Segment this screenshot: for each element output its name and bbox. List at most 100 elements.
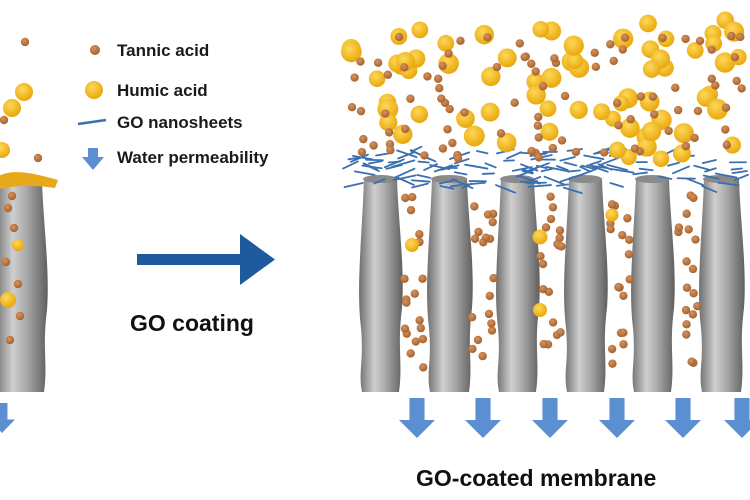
tannic-acid-particle	[658, 33, 667, 43]
tannic-acid-particle	[527, 59, 536, 68]
tannic-acid-particle	[15, 311, 25, 321]
legend-label-humic-acid: Humic acid	[117, 81, 208, 100]
tannic-acid-particle	[356, 106, 366, 116]
humic-acid-icon	[85, 81, 103, 99]
tannic-acid-particle	[571, 147, 581, 157]
tannic-acid-particle	[721, 103, 731, 112]
tannic-acid-particle	[612, 98, 622, 108]
go-nanosheet	[702, 174, 720, 180]
tannic-acid-particle	[478, 351, 487, 361]
go-nanosheet	[343, 182, 364, 189]
tannic-acid-particle	[438, 61, 447, 70]
humic-acid-particle	[411, 21, 429, 39]
go-nanosheet	[610, 168, 635, 174]
humic-acid-particle	[605, 208, 619, 222]
tannic-acid-particle	[445, 104, 454, 114]
go-nanosheet	[667, 161, 680, 167]
tannic-acid-particle	[408, 192, 417, 202]
go-nanosheet	[704, 167, 717, 173]
go-nanosheet	[543, 175, 566, 186]
tannic-acid-particle	[5, 335, 15, 345]
tannic-acid-particle	[488, 217, 497, 227]
humic-acid-cake-layer	[0, 172, 58, 189]
water-permeability-arrow	[399, 398, 435, 438]
tannic-acid-particle	[415, 230, 424, 239]
go-nanosheet	[658, 175, 673, 180]
tannic-acid-particle	[671, 83, 680, 92]
tannic-acid-particle	[649, 110, 659, 119]
tannic-acid-particle	[481, 233, 491, 242]
go-nanosheet	[396, 176, 415, 186]
membrane-fiber	[359, 178, 403, 392]
humic-acid-particle	[463, 125, 485, 147]
tannic-acid-particle	[538, 82, 548, 91]
tannic-acid-particle	[636, 92, 646, 101]
humic-acid-particle	[532, 229, 548, 245]
tannic-acid-particle	[373, 58, 383, 67]
humic-acid-particle	[380, 113, 398, 132]
go-nanosheet	[450, 184, 462, 188]
go-nanosheet	[396, 149, 418, 159]
tannic-acid-particle	[727, 31, 736, 41]
tannic-acid-particle	[470, 202, 479, 211]
go-nanosheet	[731, 170, 748, 175]
go-nanosheet	[714, 172, 738, 179]
humic-acid-particle	[533, 303, 547, 317]
humic-acid-particle	[0, 292, 16, 308]
go-nanosheet	[693, 164, 711, 171]
membrane-fiber	[699, 178, 745, 392]
foulant-particles	[0, 11, 747, 372]
go-coating-arrow	[137, 234, 275, 285]
tannic-acid-particle	[648, 92, 658, 101]
tannic-acid-icon	[90, 45, 100, 55]
tannic-acid-particle	[473, 335, 483, 345]
go-nanosheet	[417, 160, 430, 164]
go-nanosheet	[506, 151, 522, 160]
tannic-acid-particle	[400, 274, 409, 283]
tannic-acid-particle	[520, 52, 529, 62]
tannic-acid-particle	[722, 140, 732, 150]
membrane-fiber-top	[568, 175, 602, 183]
go-nanosheet	[545, 165, 570, 173]
humic-acid-particle	[540, 122, 559, 141]
tannic-acid-particle	[556, 328, 565, 337]
go-nanosheet	[559, 156, 576, 162]
tannic-acid-particle	[693, 301, 702, 311]
humic-acid-particle	[707, 98, 728, 120]
tannic-acid-particle	[548, 203, 558, 212]
tannic-acid-particle	[9, 223, 19, 233]
tannic-acid-particle	[664, 126, 673, 136]
tannic-acid-particle	[386, 145, 395, 155]
tannic-acid-particle	[619, 328, 628, 337]
tannic-acid-particle	[625, 275, 634, 284]
tannic-acid-particle	[444, 49, 453, 58]
tannic-acid-particle	[410, 289, 420, 298]
go-nanosheet	[347, 156, 361, 161]
tannic-acid-particle	[614, 282, 623, 292]
humic-acid-particle	[569, 100, 588, 119]
go-nanosheet	[342, 160, 359, 170]
tannic-acid-particle	[356, 57, 365, 66]
tannic-acid-particle	[626, 115, 635, 124]
humic-acid-particle	[526, 85, 546, 105]
go-nanosheet	[562, 186, 583, 195]
tannic-acid-particle	[400, 63, 409, 72]
tannic-acid-particle	[400, 324, 410, 333]
go-nanosheet	[589, 160, 602, 166]
tannic-acid-particle	[682, 209, 691, 218]
tannic-acid-particle	[402, 298, 411, 307]
tannic-acid-particle	[625, 235, 634, 245]
tannic-acid-particle	[682, 320, 691, 329]
humic-acid-particle	[723, 136, 741, 154]
go-nanosheet	[579, 165, 592, 173]
humic-acid-particle	[480, 102, 500, 122]
tannic-acid-particle	[474, 227, 483, 237]
tannic-acid-particle	[548, 318, 558, 327]
go-nanosheet	[638, 167, 654, 172]
tannic-acid-particle	[560, 91, 570, 101]
tannic-acid-particle	[688, 264, 698, 274]
go-nanosheet	[555, 183, 569, 187]
tannic-acid-particle	[711, 81, 720, 90]
go-nanosheet	[354, 170, 376, 176]
humic-acid-particle	[15, 83, 33, 101]
